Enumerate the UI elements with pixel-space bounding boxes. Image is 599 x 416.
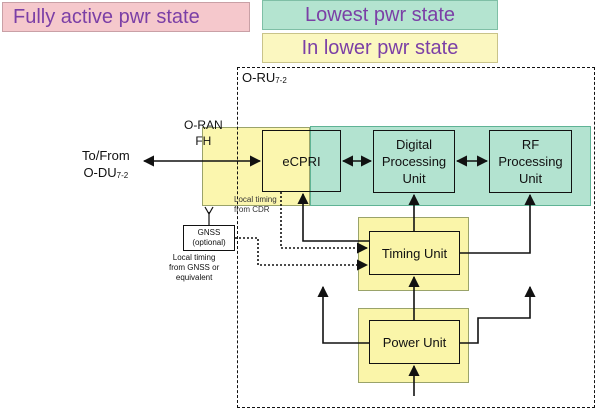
gnss-label-line2: (optional): [192, 238, 226, 247]
oran-fh-line1: O-RAN: [184, 118, 223, 132]
oru-label: O-RU7-2: [242, 70, 287, 85]
timing-to-ecpri: [297, 192, 369, 242]
digital-processing-unit: Digital Processing Unit: [373, 130, 455, 193]
cdr-timing-path: [280, 192, 369, 254]
oru-label-sub: 7-2: [275, 76, 287, 85]
dpu-label-line2: Processing: [381, 154, 447, 169]
timing-unit: Timing Unit: [369, 231, 460, 275]
oran-fh-line2: FH: [195, 134, 212, 148]
power-unit: Power Unit: [369, 320, 460, 364]
power-supply-left: [317, 285, 369, 344]
ecpri-block: eCPRI: [262, 130, 341, 192]
oran-fh-label: O-RAN FH: [184, 117, 223, 149]
odu-endpoint-line2: O-DU7-2: [82, 164, 130, 184]
gnss-label: GNSS (optional): [192, 228, 225, 248]
legend-lower-label: In lower pwr state: [301, 37, 459, 59]
gnss-label-line1: GNSS: [197, 228, 221, 237]
legend-lowest-label: Lowest pwr state: [304, 4, 456, 26]
odu-endpoint-line1: To/From: [82, 148, 130, 163]
timing-to-rfpu: [460, 193, 536, 254]
rfpu-label-line1: RF: [521, 137, 540, 152]
cdr-timing-label: Local timing from CDR: [234, 195, 277, 215]
cdr-timing-line2: from CDR: [234, 205, 270, 214]
legend-lowest: Lowest pwr state: [262, 0, 498, 30]
gnss-timing-label: Local timing from GNSS or equivalent: [169, 253, 219, 283]
dpu-label-line3: Unit: [402, 171, 426, 186]
gnss-timing-path: [235, 237, 369, 271]
odu-endpoint-line2-sub: 7-2: [116, 171, 129, 180]
timing-label: Timing Unit: [381, 245, 448, 261]
rf-processing-unit: RF Processing Unit: [489, 130, 572, 193]
power-supply-right: [460, 285, 536, 344]
rfpu-label: RF Processing Unit: [498, 136, 562, 187]
dpu-label-line1: Digital: [395, 137, 433, 152]
dpu-label: Digital Processing Unit: [382, 136, 446, 187]
gnss-timing-line3: equivalent: [175, 273, 213, 282]
ecpri-label: eCPRI: [282, 153, 321, 169]
cdr-timing-line1: Local timing: [234, 195, 277, 204]
power-label: Power Unit: [382, 334, 447, 350]
antenna-icon: [204, 206, 214, 225]
legend-lower: In lower pwr state: [262, 33, 498, 63]
legend-fully-active: Fully active pwr state: [2, 2, 250, 32]
oru-label-text: O-RU: [242, 70, 276, 85]
gnss-block: GNSS (optional): [183, 225, 235, 251]
gnss-timing-line2: from GNSS or: [169, 263, 220, 272]
odu-endpoint-line2-text: O-DU: [83, 165, 117, 180]
rfpu-label-line3: Unit: [518, 171, 543, 186]
oru-boundary: [237, 67, 595, 408]
odu-endpoint-label: To/From O-DU7-2: [82, 147, 130, 184]
gnss-timing-line1: Local timing: [172, 253, 216, 262]
rfpu-label-line2: Processing: [498, 154, 563, 169]
legend-fully-active-label: Fully active pwr state: [13, 6, 200, 28]
